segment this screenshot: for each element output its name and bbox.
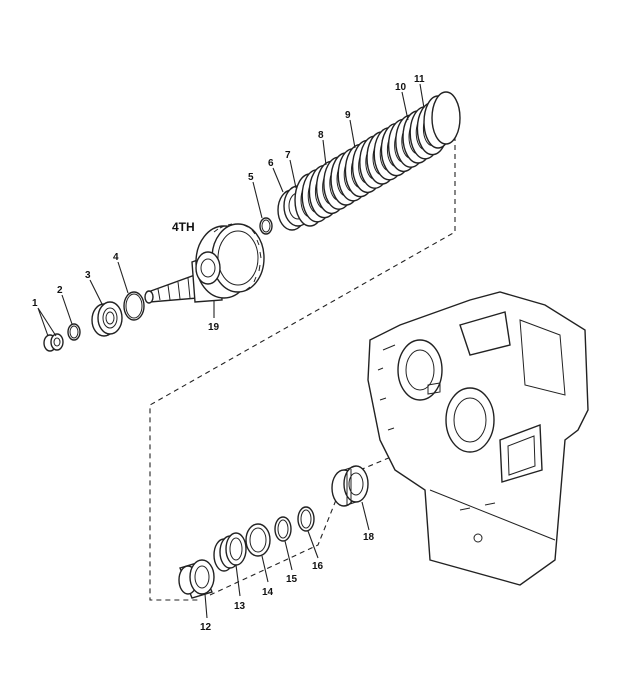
callout-10: 10: [395, 82, 407, 93]
clutch-end-plate: [431, 91, 461, 145]
callout-3: 3: [85, 270, 91, 281]
part-18-output-gear: [331, 465, 369, 507]
callout-6: 6: [268, 158, 274, 169]
part-15-ring: [274, 516, 292, 542]
callout-19: 19: [208, 322, 220, 333]
callout-18: 18: [363, 532, 375, 543]
callout-2: 2: [57, 285, 63, 296]
callout-13: 13: [234, 601, 246, 612]
part-3-ball-bearing: [91, 301, 123, 337]
part-1-bearing: [43, 333, 64, 352]
callout-9: 9: [345, 110, 351, 121]
callout-14: 14: [262, 587, 274, 598]
callout-5: 5: [248, 172, 254, 183]
leader-lines: [37, 83, 425, 619]
transmission-housing: [367, 291, 589, 586]
part-16-ring: [297, 506, 315, 532]
part-8-11-clutch-pack: [294, 91, 461, 227]
callout-15: 15: [286, 574, 298, 585]
part-2-snap-ring: [67, 323, 81, 341]
part-14-piston-ring: [245, 523, 271, 557]
part-12-hub: [178, 559, 215, 599]
part-19-gear-shaft: [144, 223, 265, 304]
callout-8: 8: [318, 130, 324, 141]
section-label-4th: 4TH: [172, 220, 195, 234]
callout-labels: 4TH 1 2 3 4 5 6 7 8 9 10 11 12 13 14 15 …: [32, 74, 425, 633]
callout-12: 12: [200, 622, 212, 633]
callout-16: 16: [312, 561, 324, 572]
callout-1: 1: [32, 298, 38, 309]
callout-11: 11: [414, 74, 425, 85]
part-13-spring-pack: [213, 532, 247, 572]
part-5-small-ring: [259, 217, 273, 235]
callout-4: 4: [113, 252, 119, 263]
callout-7: 7: [285, 150, 291, 161]
part-4-retaining-ring: [123, 291, 145, 321]
